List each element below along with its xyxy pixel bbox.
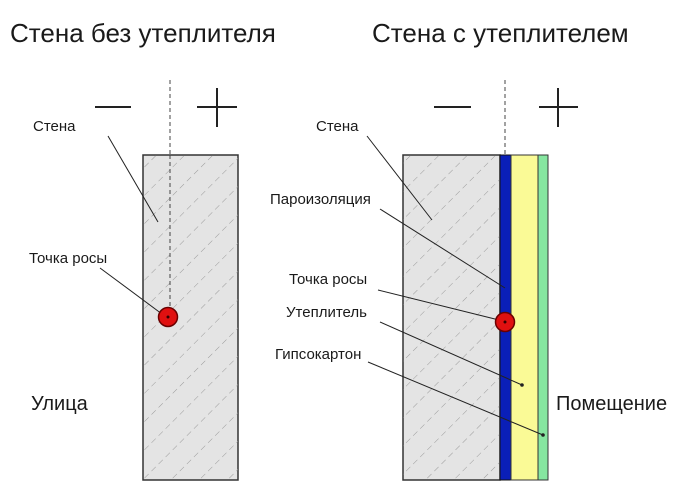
drywall-layer xyxy=(537,154,549,481)
vapor-barrier-leader xyxy=(379,208,506,289)
room-label: Помещение xyxy=(556,393,668,415)
street-label: Улица xyxy=(31,393,88,415)
right-panel xyxy=(366,80,578,481)
insulation-layer xyxy=(510,154,539,481)
right-title: Стена с утеплителем xyxy=(372,18,629,48)
right-wall-label: Стена xyxy=(316,118,359,135)
vapor-barrier-label: Пароизоляция xyxy=(270,191,371,208)
left-dew-point-label: Точка росы xyxy=(29,250,108,267)
drywall-label: Гипсокартон xyxy=(275,346,362,363)
right-plus-sign xyxy=(539,88,578,127)
insulation-leader xyxy=(379,321,523,386)
left-plus-sign xyxy=(197,88,237,127)
left-panel xyxy=(95,80,239,481)
left-wall-label: Стена xyxy=(33,118,76,135)
right-wall-leader xyxy=(366,135,433,221)
insulation-label: Утеплитель xyxy=(286,304,367,321)
drywall-leader xyxy=(367,361,544,436)
right-dew-point-label: Точка росы xyxy=(289,271,368,288)
left-wall-leader xyxy=(107,135,159,223)
right-dew-leader xyxy=(377,289,504,322)
left-title: Стена без утеплителя xyxy=(10,18,276,48)
left-dew-leader xyxy=(99,267,167,318)
